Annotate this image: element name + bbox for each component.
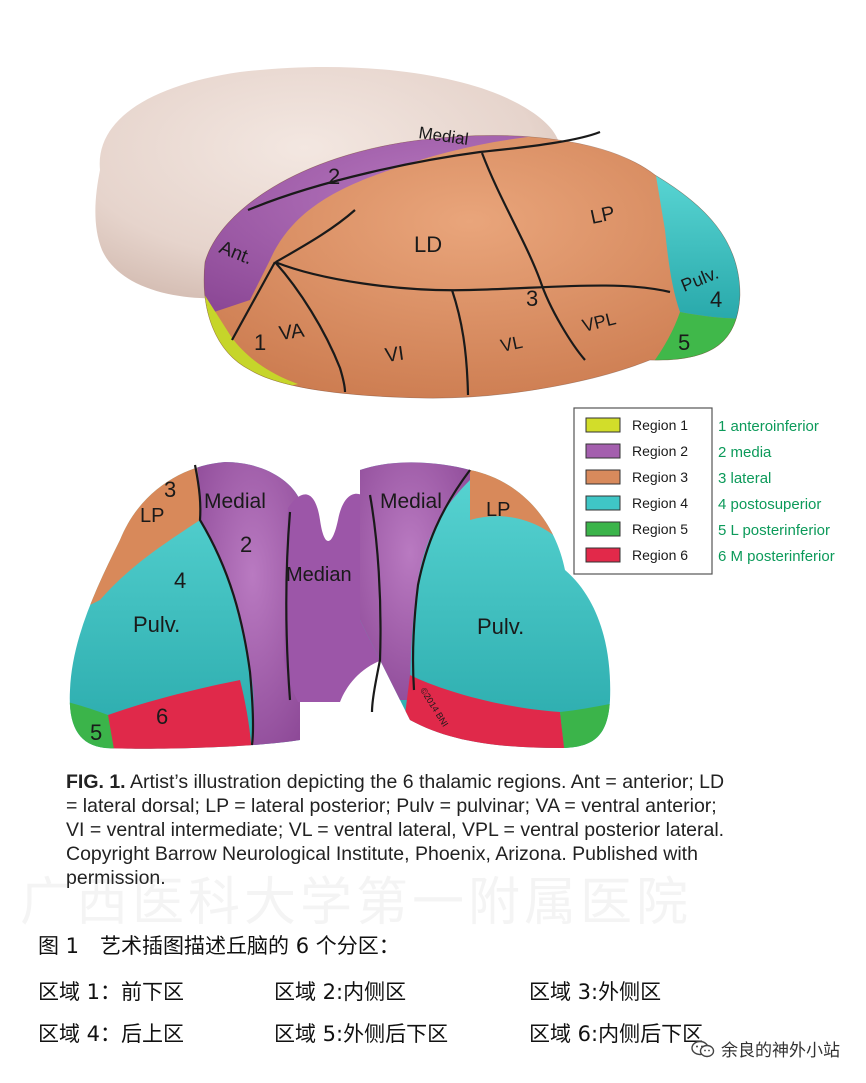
label-lp-top: LP <box>588 202 617 229</box>
region-6-bottom-left <box>108 680 252 749</box>
legend-label-3: Region 3 <box>632 469 688 485</box>
chinese-caption-title: 图 1 艺术插图描述丘脑的 6 个分区： <box>38 934 400 958</box>
legend-desc-1: 1 anteroinferior <box>718 418 819 435</box>
label-medial-bottom-right: Medial <box>380 490 442 513</box>
label-4-top: 4 <box>710 287 722 312</box>
legend-swatch-5 <box>585 521 621 537</box>
label-lp-bottom-right: LP <box>486 499 510 521</box>
region-2-cn: 区域 2:内侧区 <box>274 980 407 1004</box>
label-3-top: 3 <box>526 286 538 311</box>
label-4-bottom: 4 <box>174 568 186 593</box>
region-3-cn: 区域 3:外侧区 <box>529 980 662 1004</box>
label-5-bottom: 5 <box>90 720 102 745</box>
legend-swatch-4 <box>585 495 621 511</box>
legend-swatch-1 <box>585 417 621 433</box>
label-6-bottom: 6 <box>156 704 168 729</box>
label-vi: VI <box>384 343 406 367</box>
label-medial-bottom-left: Medial <box>204 490 266 513</box>
region-1-cn: 区域 1：前下区 <box>38 980 185 1004</box>
region-4-cn: 区域 4：后上区 <box>38 1022 185 1046</box>
legend-desc-4: 4 postosuperior <box>718 496 821 513</box>
chinese-caption: 图 1 艺术插图描述丘脑的 6 个分区： 区域 1：前下区 区域 2:内侧区 区… <box>38 930 858 1054</box>
label-lp-bottom-left: LP <box>140 505 164 527</box>
chinese-row-1: 区域 1：前下区 区域 2:内侧区 区域 3:外侧区 <box>38 970 858 1012</box>
label-2-top: 2 <box>328 164 340 189</box>
label-3-bottom: 3 <box>164 477 176 502</box>
label-5-top: 5 <box>678 330 690 355</box>
figure-caption: FIG. 1. Artist’s illustration depicting … <box>66 770 736 890</box>
legend-desc-2: 2 media <box>718 444 772 461</box>
wechat-badge: 余良的神外小站 <box>691 1036 840 1061</box>
label-ld: LD <box>414 232 442 257</box>
region-4-top <box>655 170 740 319</box>
region-5-cn: 区域 5:外侧后下区 <box>274 1022 449 1046</box>
chinese-row-2: 区域 4：后上区 区域 5:外侧后下区 区域 6:内侧后下区 <box>38 1012 858 1054</box>
region-median <box>284 493 382 702</box>
label-1-top: 1 <box>254 330 266 355</box>
region-2-bottom-left <box>195 462 300 749</box>
legend-desc-3: 3 lateral <box>718 470 771 487</box>
legend-swatch-6 <box>585 547 621 563</box>
region-2-top <box>204 135 740 320</box>
label-va: VA <box>278 320 307 345</box>
legend-label-2: Region 2 <box>632 443 688 459</box>
label-2-bottom: 2 <box>240 532 252 557</box>
label-median: Median <box>286 564 352 586</box>
legend-desc-5: 5 L posterinferior <box>718 522 830 539</box>
figure-caption-text: Artist’s illustration depicting the 6 th… <box>66 771 725 889</box>
legend-swatch-2 <box>585 443 621 459</box>
legend-label-1: Region 1 <box>632 417 688 433</box>
figure-label: FIG. 1. <box>66 771 126 793</box>
watermark: 广西医科大学第一附属医院 <box>20 873 693 933</box>
legend-label-6: Region 6 <box>632 547 688 563</box>
wechat-icon <box>691 1040 715 1057</box>
region-6-cn: 区域 6:内侧后下区 <box>529 1022 704 1046</box>
wechat-account-name: 余良的神外小站 <box>721 1041 840 1061</box>
thalamus-illustration: Medial 2 Ant. LD LP Pulv. 4 3 VA 1 VI VL… <box>69 66 835 749</box>
label-vl: VL <box>499 332 525 356</box>
legend-label-5: Region 5 <box>632 521 688 537</box>
legend-swatch-3 <box>585 469 621 485</box>
legend-desc-6: 6 M posterinferior <box>718 548 835 565</box>
legend-label-4: Region 4 <box>632 495 688 511</box>
label-pulv-bottom-right: Pulv. <box>477 614 524 639</box>
label-pulv-bottom-left: Pulv. <box>133 612 180 637</box>
